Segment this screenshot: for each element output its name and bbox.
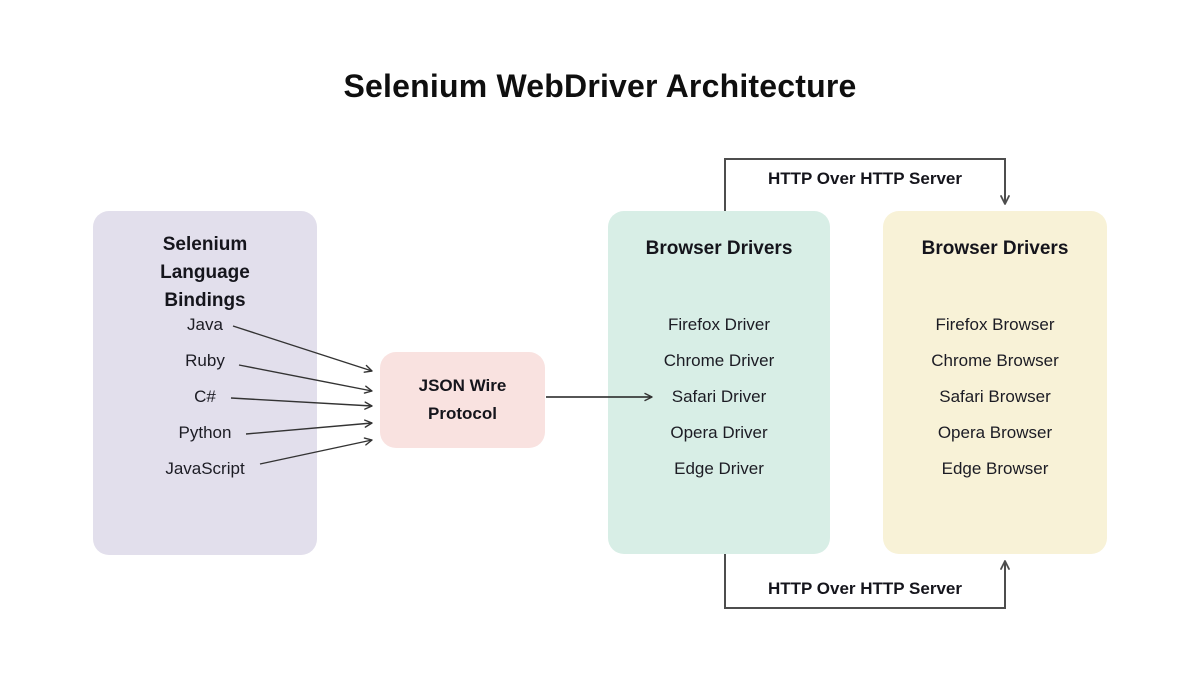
bottom-connector-label: HTTP Over HTTP Server — [767, 579, 962, 598]
bindings-box-header: Selenium Language Bindings — [160, 234, 250, 311]
node-browser-drivers: Browser Drivers Firefox Driver Chrome Dr… — [608, 211, 830, 554]
drivers-box-items: Firefox Driver Chrome Driver Safari Driv… — [608, 307, 830, 487]
protocol-box-label: JSON Wire Protocol — [418, 376, 507, 423]
binding-item-python: Python — [178, 423, 232, 442]
browser-item-edge: Edge Browser — [941, 459, 1049, 478]
browsers-box-items: Firefox Browser Chrome Browser Safari Br… — [883, 307, 1107, 487]
binding-item-java: Java — [187, 315, 223, 334]
bindings-box-items: Java Ruby C# Python JavaScript — [93, 307, 317, 487]
top-connector-label: HTTP Over HTTP Server — [767, 169, 962, 188]
browser-item-safari: Safari Browser — [939, 387, 1051, 406]
node-json-wire-protocol: JSON Wire Protocol — [380, 352, 545, 448]
node-selenium-language-bindings: Selenium Language Bindings Java Ruby C# … — [93, 211, 317, 555]
browser-item-chrome: Chrome Browser — [931, 351, 1059, 370]
browser-item-opera: Opera Browser — [937, 423, 1053, 442]
driver-item-edge: Edge Driver — [674, 459, 764, 478]
driver-item-safari: Safari Driver — [671, 387, 767, 406]
node-browsers: Browser Drivers Firefox Browser Chrome B… — [883, 211, 1107, 554]
driver-item-firefox: Firefox Driver — [667, 315, 770, 334]
drivers-box-header: Browser Drivers — [645, 238, 793, 259]
binding-item-ruby: Ruby — [185, 351, 225, 370]
driver-item-opera: Opera Driver — [670, 423, 768, 442]
binding-item-csharp: C# — [194, 387, 216, 406]
browser-item-firefox: Firefox Browser — [935, 315, 1055, 334]
binding-item-javascript: JavaScript — [165, 459, 245, 478]
browsers-box-header: Browser Drivers — [921, 238, 1069, 259]
diagram-title: Selenium WebDriver Architecture — [343, 68, 857, 104]
driver-item-chrome: Chrome Driver — [663, 351, 775, 370]
